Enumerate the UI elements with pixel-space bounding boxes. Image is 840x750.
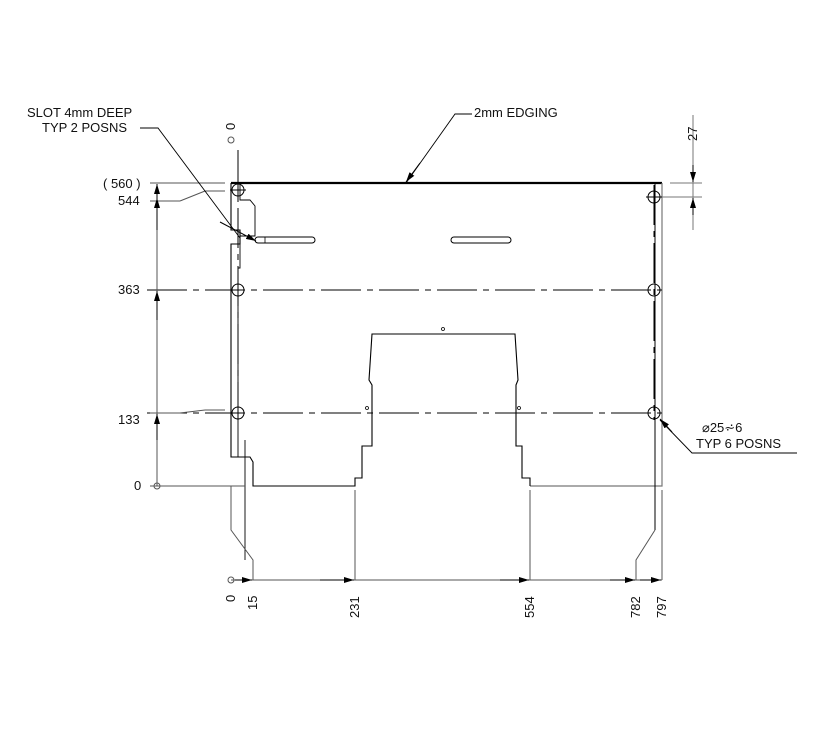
dim-0-vertical: 0 [134, 478, 142, 493]
dim-x-797: 797 [654, 596, 669, 618]
dim-560: ( 560 ) [103, 176, 141, 191]
dim-133: 133 [118, 412, 140, 427]
dim-x-782: 782 [628, 596, 643, 618]
slot-note-line1: SLOT 4mm DEEP [27, 105, 133, 120]
dim-x-0: 0 [223, 594, 238, 602]
slot-leader [140, 127, 241, 239]
dim-363: 363 [118, 282, 140, 297]
origin-marker [227, 136, 235, 144]
dim-x-554: 554 [522, 596, 537, 618]
left-inner-edge [237, 183, 256, 457]
dim-544: 544 [118, 193, 140, 208]
hole-icon [231, 283, 245, 297]
dim-x-15: 15 [245, 595, 260, 610]
hole-spec: ⌀25⩫6 [702, 420, 743, 435]
horizontal-dimensions [227, 486, 663, 584]
right-edge [530, 183, 663, 487]
left-edge-profile [230, 183, 373, 487]
slot-right [450, 236, 512, 244]
hole-icon [231, 406, 245, 420]
dim-x-231: 231 [347, 596, 362, 618]
dim-0-top: 0 [223, 122, 238, 130]
edging-leader [405, 113, 472, 184]
holes [230, 182, 662, 420]
dim-27: 27 [685, 126, 700, 141]
center-lines [147, 150, 662, 420]
edging-note: 2mm EDGING [474, 105, 558, 120]
hole-posns: TYP 6 POSNS [696, 436, 782, 451]
hole-icon [647, 406, 661, 420]
hole-icon [647, 283, 661, 297]
slot-note-line2: TYP 2 POSNS [42, 120, 128, 135]
center-cutout [368, 333, 531, 486]
slot-left [254, 236, 316, 244]
